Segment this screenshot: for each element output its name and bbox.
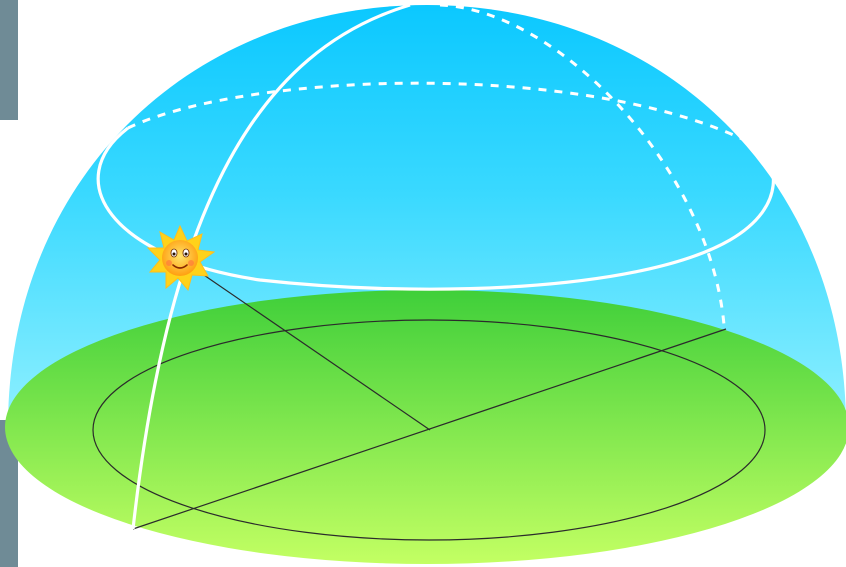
- sun-cheek-left: [166, 260, 172, 266]
- sun-cheek-right: [188, 260, 194, 266]
- sun-body: [162, 240, 198, 276]
